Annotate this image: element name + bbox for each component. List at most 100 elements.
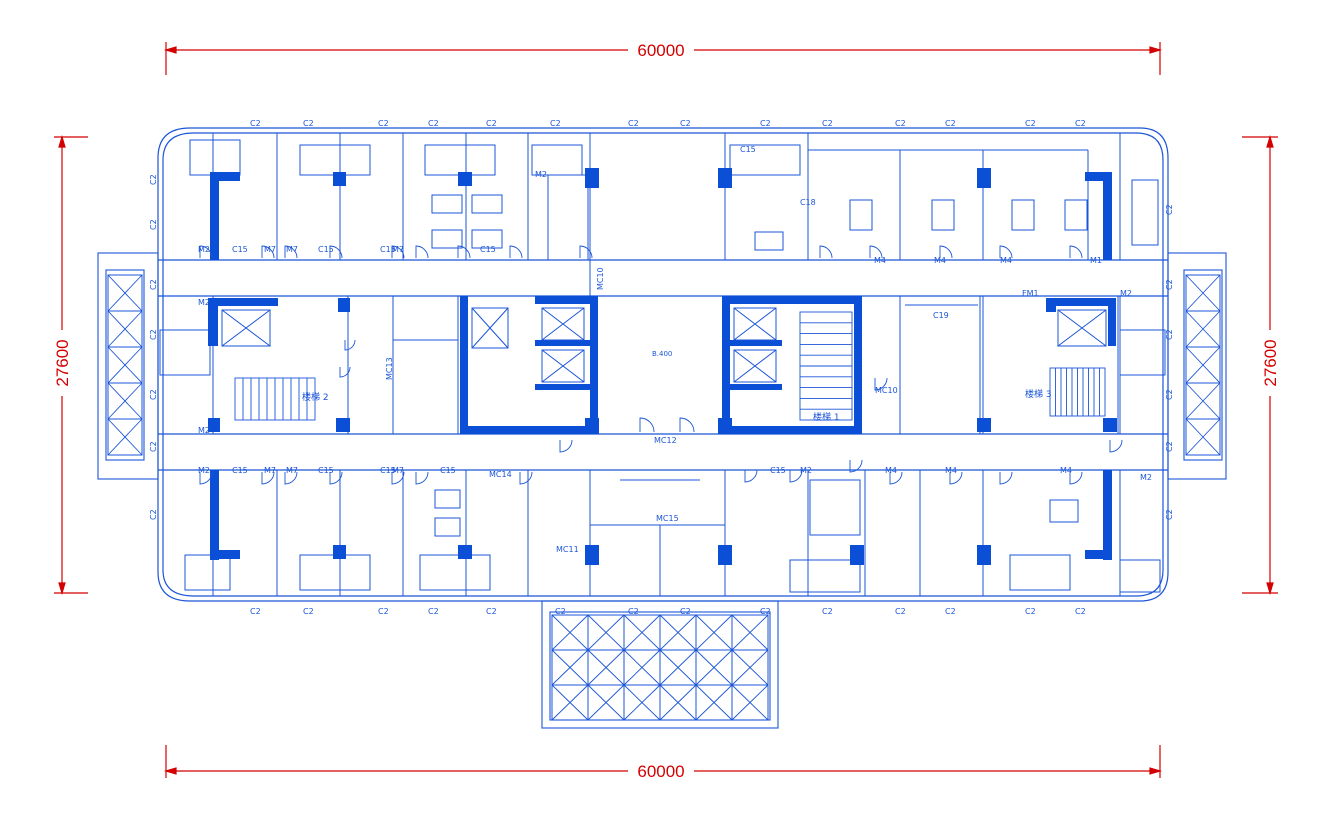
- window-c2-bottom: C2: [428, 607, 439, 616]
- window-c2-bottom: C2: [555, 607, 566, 616]
- door-swing: [519, 471, 533, 485]
- dimension-top-label: 60000: [637, 41, 684, 60]
- window-c2-bottom: C2: [822, 607, 833, 616]
- canopy-panel: [731, 684, 769, 721]
- canopy-panel-cross: [695, 614, 733, 651]
- window-c2-top: C2: [1075, 119, 1086, 128]
- door-m4: M4: [945, 466, 957, 475]
- left-bridge: [97, 252, 159, 480]
- window-c2-top: C2: [822, 119, 833, 128]
- door-swing: [1069, 471, 1083, 485]
- stair-treads: [234, 311, 1106, 421]
- door-swing: [949, 471, 963, 485]
- door-swing: [261, 245, 275, 259]
- door-m7: M7: [264, 466, 276, 475]
- left-bridge-panel-cross: [107, 274, 143, 312]
- left-bridge-panels: [107, 274, 143, 456]
- window-c2-bottom: C2: [378, 607, 389, 616]
- door-m2: M2: [198, 298, 210, 307]
- right-bridge-panel-cross: [1185, 310, 1221, 348]
- door-swing: [509, 245, 523, 259]
- window-c2-right: C2: [1165, 389, 1174, 400]
- door-m4: M4: [874, 256, 886, 265]
- window-c2-top: C2: [486, 119, 497, 128]
- door-m2: M2: [198, 466, 210, 475]
- window-c2-top: C2: [628, 119, 639, 128]
- door-m4: M4: [1060, 466, 1072, 475]
- door-swing: [391, 471, 405, 485]
- left-bridge-panel-cross: [107, 382, 143, 420]
- bottom-canopy-panels: [551, 614, 769, 721]
- window-c2-bottom: C2: [486, 607, 497, 616]
- window-c2-bottom: C2: [895, 607, 906, 616]
- door-swing: [415, 471, 429, 485]
- window-c15: C15: [232, 245, 248, 254]
- window-c15: C15: [232, 466, 248, 475]
- door-swing: [329, 471, 343, 485]
- right-bridge-panel-cross: [1185, 346, 1221, 384]
- window-c2-bottom: C2: [1075, 607, 1086, 616]
- door-mc10-right-label: MC10: [875, 386, 898, 395]
- stair-3-label: 楼梯 3: [1025, 388, 1052, 400]
- canopy-panel-cross: [623, 649, 661, 686]
- left-bridge-panel-cross: [107, 418, 143, 456]
- lobby-note: B.400: [652, 350, 672, 358]
- door-swing: [457, 245, 471, 259]
- canopy-panel-cross: [551, 684, 589, 721]
- window-c2-left: C2: [149, 389, 158, 400]
- door-swing: [415, 245, 429, 259]
- window-c2-top: C2: [303, 119, 314, 128]
- canopy-panel-cross: [551, 649, 589, 686]
- door-swing: [284, 245, 298, 259]
- door-m4: M4: [885, 466, 897, 475]
- door-swing: [849, 459, 863, 473]
- door-m2: M2: [1140, 473, 1152, 482]
- door-mc15-label: MC15: [656, 514, 679, 523]
- right-bridge-panel-cross: [1185, 274, 1221, 312]
- dimension-top-bg: [628, 40, 694, 60]
- window-c2-left: C2: [149, 279, 158, 290]
- door-m2: M2: [1120, 289, 1132, 298]
- window-c2-top: C2: [680, 119, 691, 128]
- door-swing: [559, 439, 573, 453]
- core-walls: [208, 168, 1117, 565]
- door-m7: M7: [286, 466, 298, 475]
- window-c2-bottom: C2: [250, 607, 261, 616]
- door-swing: [579, 245, 593, 259]
- door-m2: M2: [198, 245, 210, 254]
- canopy-panel-cross: [731, 684, 769, 721]
- door-mc12-label: MC12: [654, 436, 677, 445]
- door-swing: [874, 377, 888, 391]
- building-outline: [157, 127, 1169, 602]
- window-c19-label: C19: [933, 311, 949, 320]
- door-swing: [199, 471, 213, 485]
- canopy-panel-cross: [551, 614, 589, 651]
- canopy-panel-cross: [587, 649, 625, 686]
- dimension-bottom-bg: [628, 761, 694, 781]
- window-c2-bottom: C2: [628, 607, 639, 616]
- canopy-panel-cross: [659, 684, 697, 721]
- dimension-right-label: 27600: [1261, 339, 1280, 386]
- door-m7: M7: [392, 466, 404, 475]
- dimension-left-label: 27600: [53, 339, 72, 386]
- left-bridge-panel: [107, 418, 143, 456]
- window-c2-top: C2: [945, 119, 956, 128]
- right-bridge-panel: [1185, 418, 1221, 456]
- window-c2-right: C2: [1165, 204, 1174, 215]
- window-c2-right: C2: [1165, 441, 1174, 452]
- window-c2-left: C2: [149, 174, 158, 185]
- canopy-panel-cross: [587, 614, 625, 651]
- left-bridge-panel-cross: [107, 346, 143, 384]
- door-swing: [1069, 245, 1083, 259]
- door-m1-label: M1: [1090, 256, 1102, 265]
- dimension-bottom-label: 60000: [637, 762, 684, 781]
- door-swing: [391, 245, 405, 259]
- window-c15: C15: [380, 466, 396, 475]
- window-c2-right: C2: [1165, 329, 1174, 340]
- door-swing: [339, 366, 351, 378]
- stair-1-label: 楼梯 1: [813, 411, 840, 423]
- window-c18-label: C18: [800, 198, 816, 207]
- door-swing: [869, 245, 883, 259]
- window-c2-bottom: C2: [303, 607, 314, 616]
